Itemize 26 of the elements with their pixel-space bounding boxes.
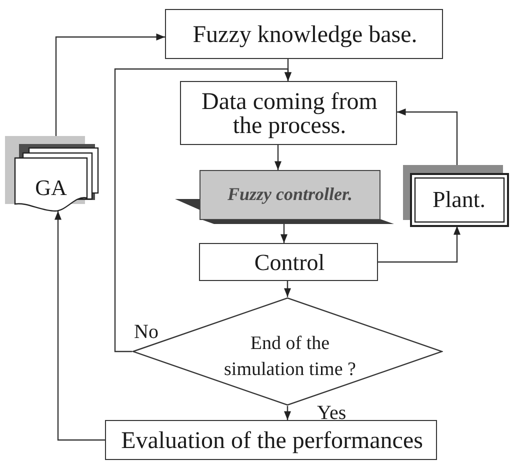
node-label: End of the simulation time ?	[223, 332, 357, 382]
arrow	[397, 108, 458, 165]
node-label: GA	[35, 176, 67, 200]
node-label: Evaluation of the performances	[121, 428, 423, 454]
node-label: Control	[254, 250, 325, 276]
arrow	[54, 211, 105, 441]
process-box	[165, 9, 443, 59]
arrow	[274, 145, 282, 170]
process-box	[105, 420, 437, 460]
decision-diamond	[132, 297, 443, 406]
node-label: Fuzzy controller.	[227, 184, 353, 204]
node-label: Fuzzy knowledge base.	[192, 22, 418, 48]
node-label: Plant.	[432, 186, 486, 212]
process-box	[180, 81, 397, 145]
node-label: Data coming from the process.	[200, 90, 378, 138]
arrow	[378, 226, 460, 263]
arrow	[114, 68, 292, 352]
arrow	[284, 406, 291, 420]
edge-label: No	[134, 322, 158, 342]
arrow	[280, 224, 288, 243]
arrow	[55, 34, 165, 137]
arrow	[284, 281, 291, 297]
edge-label: Yes	[317, 403, 346, 423]
process-box	[199, 243, 378, 281]
shaded-process-box	[174, 170, 395, 225]
double-border-box	[403, 165, 509, 227]
